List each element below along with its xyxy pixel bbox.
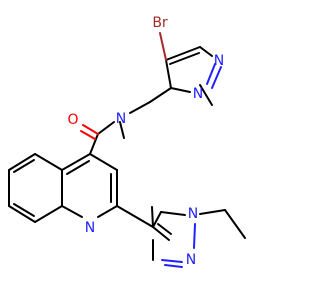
- bond: [224, 209, 246, 239]
- bond: [61, 205, 83, 218]
- bond: [89, 153, 118, 171]
- bond: [8, 153, 36, 171]
- bond: [89, 133, 99, 155]
- bond: [149, 87, 172, 103]
- bond: [169, 52, 200, 65]
- bonds: [8, 32, 246, 268]
- bond: [199, 46, 213, 57]
- bond: [157, 223, 172, 235]
- amide-nitrogen-label: N: [116, 111, 126, 127]
- ethylpyrazole-n2-label: N: [186, 252, 196, 268]
- bond: [165, 46, 201, 61]
- bond: [13, 203, 35, 217]
- bond: [165, 59, 172, 89]
- bond: [159, 32, 167, 61]
- bond: [116, 205, 154, 228]
- bond: [82, 124, 99, 135]
- bond: [66, 160, 90, 175]
- bond: [97, 205, 118, 218]
- bond: [34, 205, 63, 223]
- bond: [199, 84, 213, 106]
- bond: [129, 101, 151, 114]
- bond: [80, 130, 96, 140]
- bond: [97, 121, 115, 135]
- molecule-structure-diagram: Br N N N O N N N: [8, 14, 246, 268]
- bond: [206, 63, 216, 85]
- bond: [13, 159, 35, 173]
- bond: [193, 223, 196, 249]
- bond: [170, 87, 191, 93]
- bond: [164, 264, 183, 268]
- ethylpyrazole-n1-label: N: [188, 206, 198, 222]
- atom-labels: Br N N N O N N N: [67, 14, 224, 268]
- carbonyl-oxygen-label: O: [67, 112, 78, 128]
- bond: [161, 259, 183, 263]
- pyrazole-n2-label: N: [214, 53, 224, 69]
- bond: [160, 211, 186, 216]
- bond: [211, 66, 222, 89]
- bond: [151, 206, 154, 228]
- bond: [119, 121, 125, 139]
- bond: [199, 209, 226, 215]
- bond: [152, 226, 170, 241]
- quinoline-nitrogen-label: N: [85, 220, 95, 236]
- bond: [152, 211, 162, 228]
- bond: [34, 153, 63, 171]
- pyrazole-n1-label: N: [193, 86, 203, 102]
- bond: [8, 205, 36, 223]
- bond: [61, 153, 91, 171]
- bromine-label: Br: [152, 15, 168, 31]
